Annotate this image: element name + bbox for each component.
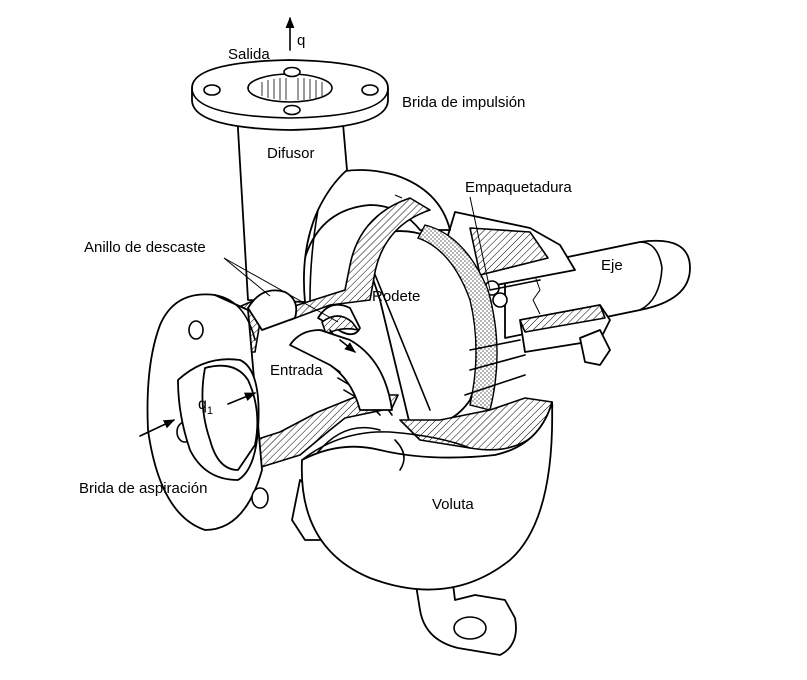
label-empaquetadura: Empaquetadura: [465, 179, 572, 196]
label-q-in-symbol: q: [198, 396, 207, 413]
label-q-in: q1: [198, 396, 213, 417]
label-brida-aspiracion: Brida de aspiración: [79, 480, 208, 497]
label-q-in-subscript: 1: [206, 405, 214, 417]
leader-lines: [223, 194, 491, 323]
label-brida-impulsion: Brida de impulsión: [402, 94, 526, 111]
label-anillo-descaste: Anillo de descaste: [84, 239, 206, 256]
label-salida: Salida: [228, 46, 270, 63]
discharge-flange: [191, 59, 389, 131]
label-voluta: Voluta: [432, 496, 474, 513]
flow-arrows: [139, 16, 356, 437]
label-entrada: Entrada: [270, 362, 323, 379]
impeller: [359, 224, 541, 427]
label-q-out: q: [297, 32, 306, 49]
label-eje: Eje: [601, 257, 623, 274]
label-difusor: Difusor: [267, 145, 315, 162]
suction-flange: [146, 293, 269, 531]
label-rodete: Rodete: [372, 288, 421, 305]
discharge-diffuser: [236, 111, 348, 303]
volute: [300, 401, 554, 591]
impeller-eye: [289, 329, 393, 411]
